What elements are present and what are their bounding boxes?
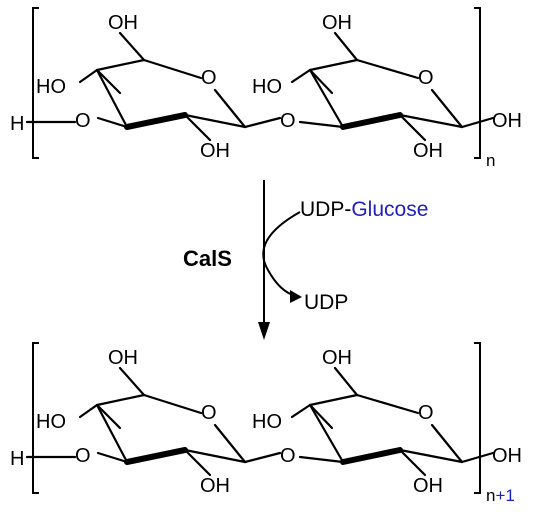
substrate-glucose-left: OH HO O OH O O — [36, 12, 296, 162]
c3-o-bond — [298, 455, 345, 464]
repeat-index-increment: +1 — [495, 486, 514, 505]
c3-o-bond — [298, 120, 345, 129]
c4-ho-label: HO — [252, 411, 282, 433]
product-polymer: OH HO O OH O O H OH HO O OH OH — [10, 342, 522, 505]
donor-prefix: UDP- — [300, 198, 351, 221]
product-glucose-right: OH HO O OH OH — [252, 347, 522, 497]
ring-bond — [355, 58, 420, 80]
repeat-index-label: n — [486, 151, 495, 170]
donor-label: UDP-Glucose — [300, 198, 428, 221]
h-end-label: H — [10, 448, 24, 470]
ring-bond — [430, 88, 464, 129]
ring-wedge-bond — [124, 447, 188, 465]
glycosidic-oxygen-label: O — [280, 445, 296, 467]
substrate-glucose-right: OH HO O OH OH — [252, 12, 522, 162]
ring-oxygen-label: O — [418, 402, 434, 424]
cosubstrate-curved-arrow — [262, 211, 301, 297]
end-oxygen-label: O — [75, 110, 91, 132]
curved-arrowhead — [290, 290, 302, 303]
ring-oxygen-label: O — [201, 402, 217, 424]
glycosidic-bond — [243, 116, 282, 129]
ring-bond — [355, 393, 420, 415]
anomeric-oh-label: OH — [492, 110, 522, 132]
anomeric-oh-bond — [460, 451, 495, 464]
ch2-oh-label: OH — [108, 347, 138, 369]
c4-oh-bond — [290, 68, 312, 84]
ring-bond — [308, 393, 359, 430]
enzyme-label: CalS — [183, 246, 232, 271]
c4-ho-label: HO — [252, 76, 282, 98]
ring-bond — [398, 448, 464, 464]
ring-bond — [142, 58, 203, 80]
ring-bond — [95, 393, 146, 430]
ring-bond — [183, 113, 247, 129]
ring-wedge-bond — [124, 112, 188, 130]
c2-oh-bond — [398, 113, 427, 142]
ch2-bond — [118, 31, 146, 62]
c4-oh-bond — [290, 403, 312, 419]
c4-oh-bond — [78, 403, 99, 419]
ring-oxygen-label: O — [201, 67, 217, 89]
ring-bond — [308, 403, 345, 464]
ring-bond — [398, 113, 464, 129]
ring-bond — [183, 448, 247, 464]
ring-wedge-bond — [340, 112, 403, 130]
ring-wedge-bond — [340, 447, 403, 465]
ring-bond — [213, 88, 247, 129]
anomeric-oh-label: OH — [492, 445, 522, 467]
main-arrowhead — [258, 322, 270, 340]
c2-oh-label: OH — [200, 475, 230, 497]
c2-oh-label: OH — [413, 475, 443, 497]
end-oxygen-label: O — [75, 445, 91, 467]
ch2-oh-label: OH — [322, 347, 352, 369]
ring-bond — [213, 423, 247, 464]
ch2-bond — [118, 366, 146, 397]
ring-bond — [95, 403, 129, 464]
substrate-left-bracket — [32, 7, 39, 159]
c4-ho-label: HO — [36, 76, 66, 98]
ch2-oh-label: OH — [108, 12, 138, 34]
glycosidic-oxygen-label: O — [280, 110, 296, 132]
c2-oh-bond — [398, 448, 427, 477]
h-end-label: H — [10, 113, 24, 135]
ch2-bond — [333, 31, 359, 62]
substrate-right-bracket — [474, 7, 481, 159]
c4-oh-bond — [78, 68, 99, 84]
ring-bond — [430, 423, 464, 464]
repeat-index-label: n+1 — [486, 486, 515, 505]
c2-oh-bond — [183, 448, 212, 477]
byproduct-label: UDP — [304, 291, 348, 314]
c2-oh-bond — [183, 113, 212, 142]
substrate-polymer: OH HO O OH O O H OH HO O OH OH — [10, 7, 522, 170]
ring-bond — [308, 58, 359, 95]
ring-bond — [142, 393, 203, 415]
c3-o-bond — [96, 116, 129, 129]
product-left-bracket — [32, 342, 39, 494]
repeat-index-base: n — [486, 486, 495, 505]
c2-oh-label: OH — [413, 140, 443, 162]
ring-bond — [308, 68, 345, 129]
c3-o-bond — [96, 451, 129, 464]
donor-sugar: Glucose — [351, 198, 428, 221]
reaction-arrow: CalS UDP-Glucose UDP — [183, 180, 428, 340]
ch2-oh-label: OH — [322, 12, 352, 34]
anomeric-oh-bond — [460, 116, 495, 129]
ring-bond — [95, 68, 129, 129]
ring-bond — [95, 58, 146, 95]
ring-oxygen-label: O — [418, 67, 434, 89]
ch2-bond — [333, 366, 359, 397]
c2-oh-label: OH — [200, 140, 230, 162]
product-glucose-left: OH HO O OH O O — [36, 347, 296, 497]
product-right-bracket — [474, 342, 481, 494]
glycosidic-bond — [243, 451, 282, 464]
c4-ho-label: HO — [36, 411, 66, 433]
